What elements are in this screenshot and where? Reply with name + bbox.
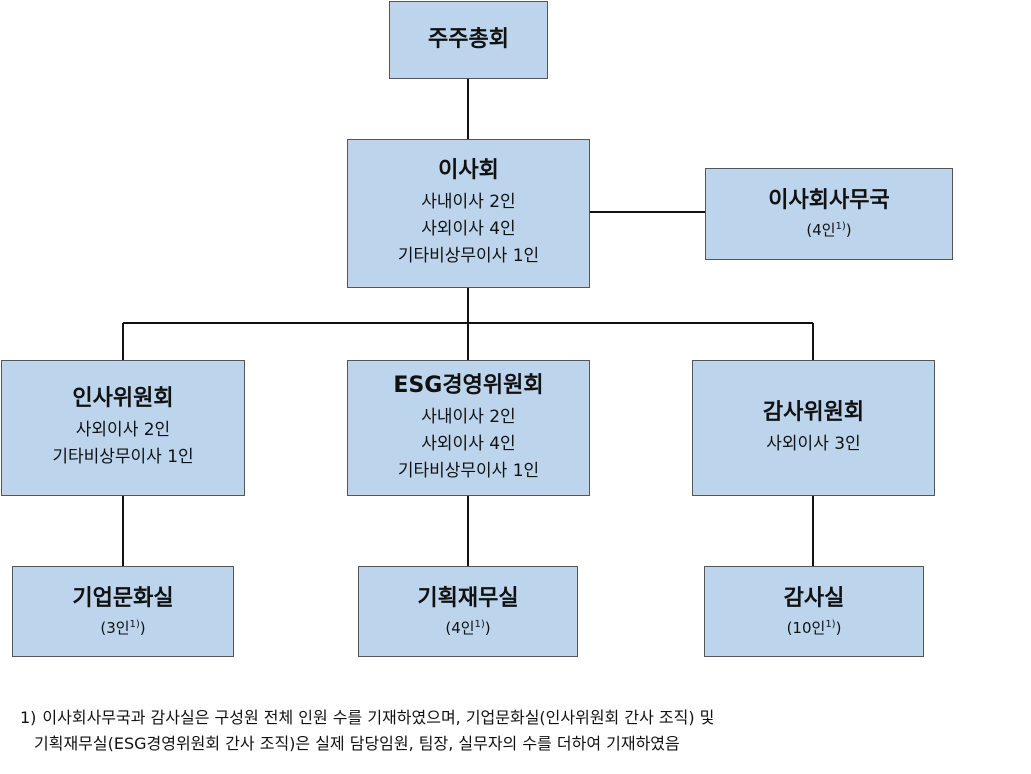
board-office-box: 이사회사무국 (4인1)) [705, 168, 953, 260]
board-line-3: 기타비상무이사 1인 [397, 246, 540, 266]
footnote: 1) 이사회사무국과 감사실은 구성원 전체 인원 수를 기재하였으며, 기업문화… [20, 705, 1020, 757]
culture-office-count: (3인1)) [100, 618, 146, 637]
footnote-line-1: 1) 이사회사무국과 감사실은 구성원 전체 인원 수를 기재하였으며, 기업문화… [20, 705, 1020, 731]
esg-committee-box: ESG경영위원회 사내이사 2인 사외이사 4인 기타비상무이사 1인 [347, 360, 590, 496]
footnote-line-2: 기획재무실(ESG경영위원회 간사 조직)은 실제 담당임원, 팀장, 실무자의… [20, 731, 1020, 757]
board-office-footnote-ref: 1) [835, 221, 846, 232]
footnote-text-2: 기획재무실(ESG경영위원회 간사 조직)은 실제 담당임원, 팀장, 실무자의… [34, 734, 680, 753]
board-line-1: 사내이사 2인 [421, 192, 516, 212]
planning-office-footnote-ref: 1) [474, 618, 485, 630]
esg-committee-line-3: 기타비상무이사 1인 [397, 460, 540, 481]
esg-committee-title: ESG경영위원회 [393, 372, 544, 398]
hr-committee-title: 인사위원회 [72, 386, 174, 411]
shareholders-title: 주주총회 [428, 27, 509, 52]
board-line-2: 사외이사 4인 [421, 219, 516, 239]
board-office-title: 이사회사무국 [768, 188, 890, 213]
planning-office-count-value: 4인 [451, 618, 475, 637]
culture-office-count-value: 3인 [106, 618, 130, 637]
board-office-count-value: 4인 [812, 221, 836, 239]
hr-committee-line-1: 사외이사 2인 [75, 420, 171, 440]
audit-office-footnote-ref: 1) [825, 618, 836, 630]
hr-committee-line-2: 기타비상무이사 1인 [52, 447, 194, 467]
board-box: 이사회 사내이사 2인 사외이사 4인 기타비상무이사 1인 [347, 139, 590, 288]
board-title: 이사회 [438, 158, 499, 183]
board-office-count: (4인1)) [806, 221, 852, 239]
planning-office-title: 기획재무실 [417, 585, 519, 611]
audit-office-count-value: 10인 [792, 618, 826, 637]
audit-office-box: 감사실 (10인1)) [704, 566, 924, 657]
culture-office-title: 기업문화실 [72, 585, 174, 611]
culture-office-footnote-ref: 1) [129, 618, 140, 630]
planning-office-box: 기획재무실 (4인1)) [358, 566, 578, 657]
shareholders-box: 주주총회 [389, 1, 548, 79]
esg-committee-line-1: 사내이사 2인 [421, 406, 516, 427]
planning-office-count: (4인1)) [445, 618, 491, 637]
hr-committee-box: 인사위원회 사외이사 2인 기타비상무이사 1인 [1, 360, 245, 496]
audit-office-count: (10인1)) [786, 618, 842, 637]
audit-committee-title: 감사위원회 [762, 399, 865, 425]
audit-committee-line-1: 사외이사 3인 [766, 433, 861, 454]
footnote-mark: 1) [20, 708, 37, 727]
footnote-text-1: 이사회사무국과 감사실은 구성원 전체 인원 수를 기재하였으며, 기업문화실(… [42, 708, 715, 727]
culture-office-box: 기업문화실 (3인1)) [12, 566, 234, 657]
esg-committee-line-2: 사외이사 4인 [421, 433, 516, 454]
audit-committee-box: 감사위원회 사외이사 3인 [692, 360, 935, 496]
audit-office-title: 감사실 [783, 585, 845, 611]
